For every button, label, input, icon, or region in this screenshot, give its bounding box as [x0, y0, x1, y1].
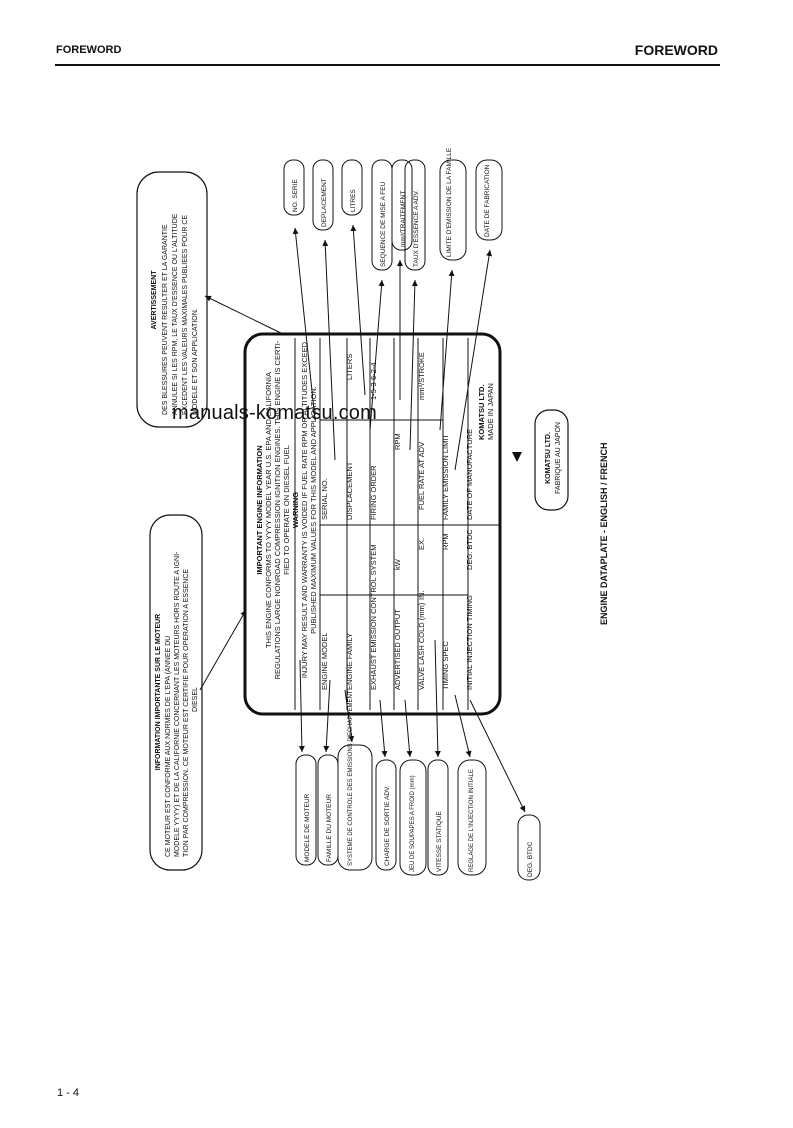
plate-maker-name: KOMATSU LTD.: [477, 384, 486, 440]
plate-text: IMPORTANT ENGINE INFORMATION THIS ENGINE…: [255, 340, 495, 690]
french-info-line-3: TION PAR COMPRESSION. CE MOTEUR EST CERT…: [183, 569, 190, 857]
plate-row-mm3-stroke: mm³/STROKE: [417, 352, 426, 400]
callout-vitesse-statique: VITESSE STATIQUE: [436, 811, 443, 872]
french-info-line-1: CE MOTEUR EST CONFORME AUX NORMES DE L'E…: [165, 636, 172, 857]
caption-group: ENGINE DATAPLATE - ENGLISH / FRENCH: [599, 442, 609, 625]
plate-row-rpm: RPM: [393, 433, 402, 450]
watermark-text: manuals-komatsu.com: [172, 402, 377, 424]
french-info-title: INFORMATION IMPORTANTE SUR LE MOTEUR: [155, 614, 162, 770]
bottom-callouts: MODELE DE MOTEUR FAMILLE DU MOTEUR SYSTE…: [295, 690, 541, 881]
callout-mm3-traitement: mm³/TRAITEMENT: [400, 191, 407, 247]
french-warning-line-1: DES BLESSURES PEUVENT RESULTER ET LA GAR…: [162, 224, 169, 415]
plate-row-engine-family: ENGINE FAMILY: [345, 633, 354, 690]
plate-row-family-emission-limit: FAMILY EMISSION LIMIT: [441, 434, 450, 520]
page-number: 1 - 4: [57, 1087, 80, 1099]
plate-row-exhaust-emission: EXHAUST EMISSION CONTROL SYSTEM: [369, 545, 378, 690]
plate-intro-1: THIS ENGINE CONFORMS TO YYYY MODEL YEAR …: [264, 372, 273, 648]
callout-litres: LITRES: [350, 189, 357, 212]
plate-row-in: IN.: [417, 590, 426, 600]
plate-maker-country: MADE IN JAPAN: [486, 383, 495, 440]
callout-limite-emission: LIMITE D'EMISSION DE LA FAMILLE: [446, 147, 453, 257]
plate-row-firing-order: FIRING ORDER: [369, 465, 378, 520]
dataplate-border: [243, 332, 502, 716]
callout-no-serie: NO. SERIE: [292, 178, 299, 212]
french-info-box: [149, 514, 203, 871]
plate-row-fuel-rate: FUEL RATE AT ADV: [417, 442, 426, 510]
stamp-line-1: KOMATSU LTD.: [545, 432, 552, 484]
plate-row-deg-btdc: DEG. BTDC: [465, 529, 474, 570]
plate-row-date-of-manufacture: DATE OF MANUFACTURE: [465, 429, 474, 520]
french-info-text: INFORMATION IMPORTANTE SUR LE MOTEUR CE …: [155, 551, 199, 857]
callout-sequence-mise-a-feu: SEQUENCE DE MISE A FEU: [380, 181, 387, 267]
plate-warning-2: PUBLISHED MAXIMUM VALUES FOR THIS MODEL …: [309, 386, 318, 634]
callout-taux-essence: TAUX D'ESSENCE A ADV.: [413, 190, 420, 267]
top-leader-lines: [292, 224, 493, 471]
plate-row-ex: EX.: [417, 538, 426, 550]
plate-intro-2: REGULATIONS LARGE NONROAD COMPRESSION IG…: [273, 340, 282, 679]
french-warning-line-2: ANNULEE SI LES RPM, LE TAUX D'ESSENCE OU…: [172, 213, 179, 415]
plate-row-serial-no: SERIAL NO.: [320, 478, 329, 520]
plate-row-valve-lash: VALVE LASH COLD (mm): [417, 602, 426, 690]
callout-deg-btdc: DEG. BTDC: [527, 841, 534, 877]
callout-date-fabrication: DATE DE FABRICATION: [484, 164, 491, 237]
plate-row-timing-spec: TIMING SPEC: [441, 641, 450, 690]
callout-reglage-injection: REGLAGE DE L'INJECTION INITIALE: [469, 769, 475, 872]
french-warning-title: AVERTISSEMENT: [151, 270, 158, 330]
plate-row-advertised-output: ADVERTISED OUTPUT: [393, 609, 402, 690]
callout-famille-moteur: FAMILLE DU MOTEUR: [326, 794, 333, 862]
stamp-arrow: [512, 452, 522, 462]
stamp-box: [534, 409, 569, 511]
plate-warning-title: WARNING: [291, 492, 300, 528]
french-warning-text: AVERTISSEMENT DES BLESSURES PEUVENT RESU…: [151, 213, 199, 415]
plate-warning-1: INJURY MAY RESULT AND WARRANTY IS VOIDED…: [300, 341, 309, 678]
french-info-line-4: DIESEL: [192, 687, 199, 712]
header-left-title: FOREWORD: [56, 44, 122, 56]
plate-row-displacement: DISPLACEMENT: [345, 461, 354, 520]
header-rule: [55, 64, 720, 66]
figure-caption: ENGINE DATAPLATE - ENGLISH / FRENCH: [599, 442, 609, 625]
plate-row-initial-injection: INITIAL INJECTION TIMING: [465, 595, 474, 690]
french-warning-leader: [204, 295, 286, 336]
dataplate: [243, 332, 502, 716]
plate-intro-3: FIED TO OPERATE ON DIESEL FUEL: [282, 445, 291, 575]
callout-deplacement: DEPLACEMENT: [321, 178, 328, 227]
plate-row-kw: kW: [393, 558, 402, 570]
plate-row-timing-rpm: RPM: [441, 533, 450, 550]
top-callouts: NO. SERIE DEPLACEMENT LITRES SEQUENCE DE…: [283, 147, 503, 271]
french-info-leader: [199, 609, 247, 691]
stamp-line-2: FABRIQUE AU JAPON: [555, 422, 562, 494]
stamp-text: KOMATSU LTD. FABRIQUE AU JAPON: [545, 422, 562, 494]
bottom-leader-lines: [298, 639, 526, 813]
plate-row-engine-model: ENGINE MODEL: [320, 632, 329, 690]
french-warning-line-4: MODELE ET SON APPLICATION.: [192, 308, 199, 415]
plate-row-liters: LITERS: [345, 354, 354, 380]
callout-systeme-controle: SYSTEME DE CONTROLE DES EMISSIONS D'ECHA…: [348, 690, 354, 866]
french-warning-line-3: EXCEDENT LES VALEURS MAXIMALES PUBLIEES …: [182, 215, 189, 415]
callout-modele-moteur: MODELE DE MOTEUR: [304, 793, 311, 862]
header-right-title: FOREWORD: [634, 42, 718, 58]
callout-jeu-soupapes: JEU DE SOUPAPES A FROID (mm): [410, 775, 416, 872]
callout-charge-sortie: CHARGE DE SORTIE ADV.: [384, 785, 391, 866]
plate-title: IMPORTANT ENGINE INFORMATION: [255, 445, 264, 574]
french-info-line-2: MODELE YYYY) ET DE LA CALIFORNIE CONCERN…: [174, 551, 181, 857]
